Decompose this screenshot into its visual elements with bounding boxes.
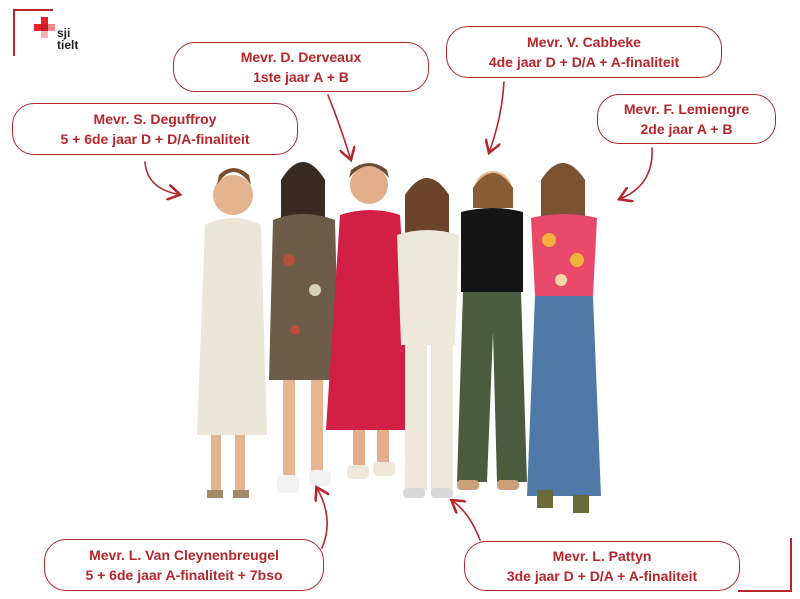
label-vancleynenbreugel-role: 5 + 6de jaar A-finaliteit + 7bso [85,567,283,583]
label-vancleynenbreugel: Mevr. L. Van Cleynenbreugel 5 + 6de jaar… [44,539,324,591]
label-cabbeke-role: 4de jaar D + D/A + A-finaliteit [488,54,680,70]
arrow-deguffroy-icon [144,161,177,194]
arrow-vancleynenbreugel-icon [318,490,327,549]
label-cabbeke-name: Mevr. V. Cabbeke [527,34,641,50]
arrow-derveaux-icon [327,94,350,157]
corner-frame-top-left [13,9,53,56]
label-lemiengre-role: 2de jaar A + B [640,121,733,137]
person-derveaux-figure [269,162,339,493]
logo-mark-icon [34,17,55,38]
label-derveaux-name: Mevr. D. Derveaux [240,49,362,65]
person-deguffroy-figure [197,168,267,498]
label-vancleynenbreugel-name: Mevr. L. Van Cleynenbreugel [89,547,279,563]
label-pattyn-role: 3de jaar D + D/A + A-finaliteit [506,568,698,584]
person-cabbeke-figure [326,163,414,479]
person-vancleynenbreugel-figure [527,163,601,513]
corner-frame-bottom-right [738,538,792,592]
logo-line-2: tielt [57,38,79,52]
arrow-lemiengre-icon [622,147,653,198]
label-deguffroy-role: 5 + 6de jaar D + D/A-finaliteit [60,131,250,147]
label-pattyn: Mevr. L. Pattyn 3de jaar D + D/A + A-fin… [464,541,740,591]
label-derveaux-role: 1ste jaar A + B [253,69,349,85]
logo-line-1: sji [57,26,71,40]
label-pattyn-name: Mevr. L. Pattyn [552,548,652,564]
label-deguffroy-name: Mevr. S. Deguffroy [93,111,217,127]
group-photo [197,162,601,513]
person-lemiengre-figure [457,171,527,490]
person-pattyn-figure [397,178,459,498]
label-derveaux: Mevr. D. Derveaux 1ste jaar A + B [173,42,429,92]
label-deguffroy: Mevr. S. Deguffroy 5 + 6de jaar D + D/A-… [12,103,298,155]
label-cabbeke: Mevr. V. Cabbeke 4de jaar D + D/A + A-fi… [446,26,722,78]
arrow-cabbeke-icon [490,81,505,150]
label-lemiengre: Mevr. F. Lemiengre 2de jaar A + B [597,94,776,144]
logo-text: sji tielt [57,27,78,51]
sji-tielt-logo: sji tielt [34,17,94,53]
label-lemiengre-name: Mevr. F. Lemiengre [623,101,750,117]
arrow-pattyn-icon [454,502,481,541]
